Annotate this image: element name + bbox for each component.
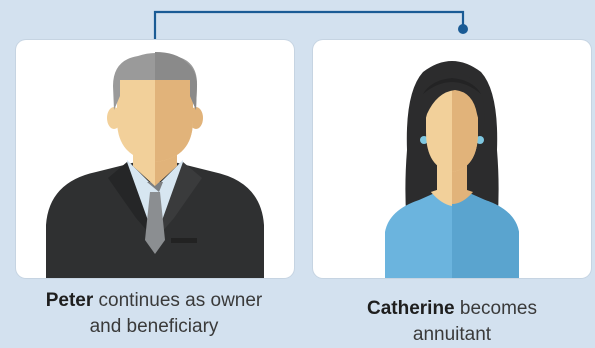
connector-line xyxy=(153,10,468,40)
caption-line-1: Catherine becomes xyxy=(302,296,595,322)
man-in-suit-icon xyxy=(46,52,264,278)
caption-line-1: Peter continues as owner xyxy=(4,288,304,314)
connector-dot xyxy=(458,24,468,34)
caption-peter: Peter continues as owner and beneficiary xyxy=(4,288,304,340)
caption-line-2: and beneficiary xyxy=(89,316,219,337)
woman-avatar-icon xyxy=(385,61,519,278)
caption-catherine: Catherine becomes annuitant xyxy=(302,296,595,348)
person-name-catherine: Catherine xyxy=(366,298,455,319)
caption-line-2: annuitant xyxy=(412,324,492,345)
person-name-peter: Peter xyxy=(45,290,94,311)
caption-desc-1: becomes xyxy=(459,298,538,319)
person-card-peter xyxy=(16,40,294,278)
person-card-catherine xyxy=(313,40,591,278)
caption-desc-1: continues as owner xyxy=(98,290,263,311)
